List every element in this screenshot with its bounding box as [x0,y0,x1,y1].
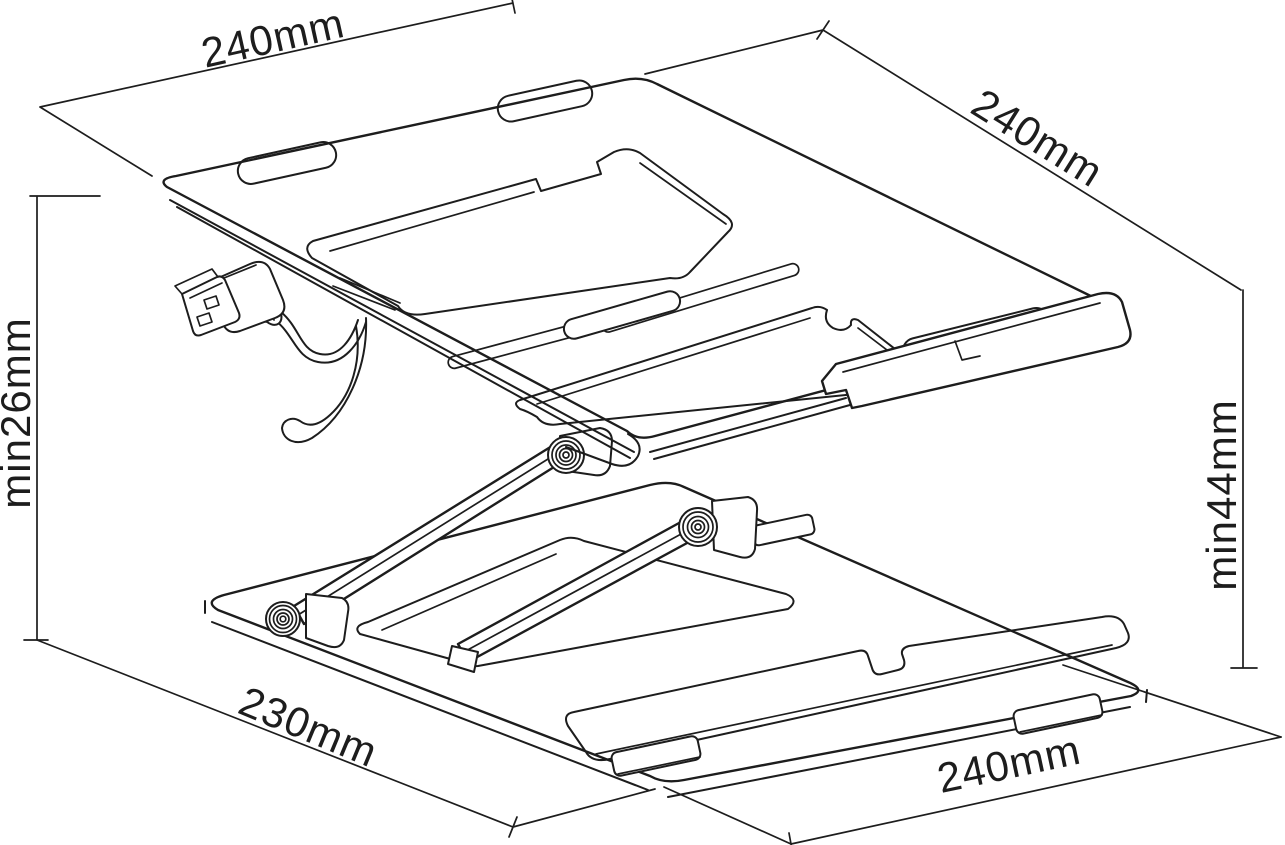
dim-label-base-width: 240mm [933,726,1085,802]
cutout-seethrough-lines [332,277,401,311]
hinge-bracket-mid [711,496,759,559]
foot-pad-right [1012,693,1104,735]
hinge-knob-top [547,436,585,474]
dim-line-base-depth [36,639,656,838]
usb-cable-assembly [174,260,368,443]
hinge-bracket-base [305,593,350,649]
base-plate-outline [210,481,1140,783]
top-plate-outline [162,77,1113,439]
top-plate-cutout-lower [515,305,931,426]
dim-label-right-height: min44mm [1198,399,1245,590]
base-front-cutout-edge [595,644,1113,755]
front-lip [820,291,1132,410]
foot-pad-front-left [610,735,702,777]
top-plate-cutout-upper [306,148,733,316]
cable-loop [281,317,368,443]
base-plate [204,481,1148,798]
dim-label-base-depth: 230mm [233,677,385,776]
top-plate-slot-back-left [236,141,338,185]
hinge-knob-mid [678,507,718,547]
base-plate-thickness [204,600,1148,798]
top-plate-corner-curl [565,433,641,467]
dim-line-top-width [39,0,516,177]
base-front-cutout [565,615,1130,762]
dim-label-left-height: min26mm [0,317,39,508]
usb-pin-window-1 [203,295,220,310]
lift-mechanism [265,427,759,673]
top-plate-thickness [169,199,851,460]
cable [275,311,367,364]
hinge-knob-base [265,601,301,637]
top-plate-zslot-center [562,290,682,340]
dim-label-top-width: 240mm [197,0,349,77]
front-lip-notch [954,340,981,361]
front-lip-edge [842,302,1101,373]
base-rear-cutout-edge [381,553,557,631]
usb-pin-window-2 [196,312,213,327]
dim-line-top-depth [644,20,1242,291]
top-plate-slot-back-mid [496,79,594,123]
arm-lower-base-bracket [447,645,479,673]
dim-line-left-height [23,195,101,641]
dim-label-top-depth: 240mm [964,79,1112,196]
dim-line-base-width [663,736,1282,845]
top-plate [162,77,1132,467]
dim-line-right-height [1062,289,1282,738]
base-rear-cutout [356,536,795,668]
